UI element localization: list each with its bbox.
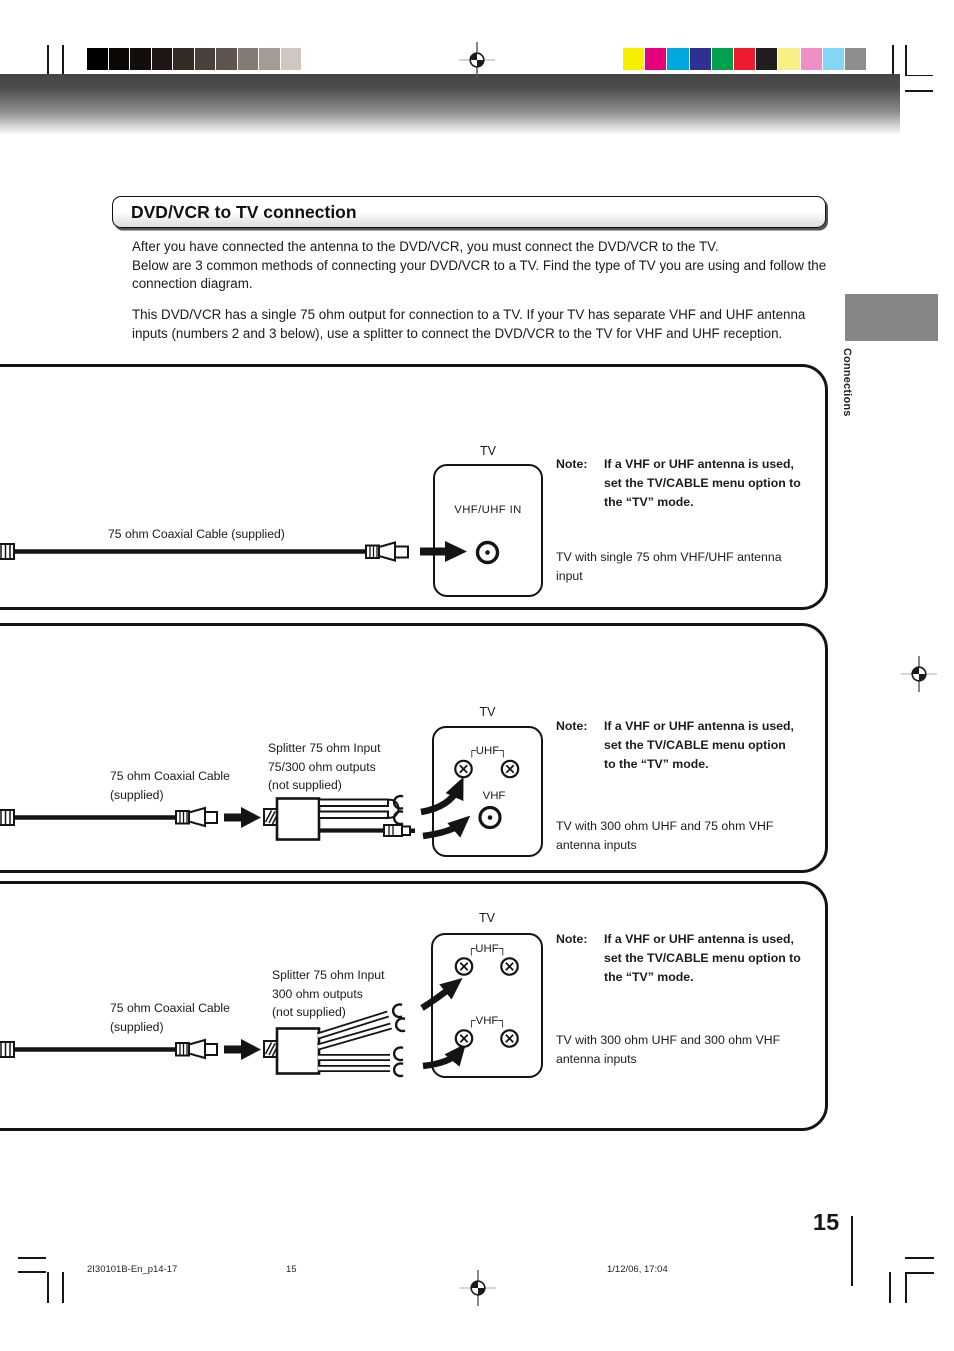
page-number-rule bbox=[851, 1216, 853, 1286]
caption-line: antenna inputs bbox=[556, 1052, 637, 1066]
footer-sheet-number: 15 bbox=[286, 1264, 297, 1275]
chapter-tab bbox=[845, 294, 938, 341]
uhf-terminal-label: ┌UHF┐ bbox=[467, 745, 508, 757]
splitter-label-line: (not supplied) bbox=[272, 1005, 346, 1019]
jack-label: VHF/UHF IN bbox=[454, 504, 522, 516]
note-line: the “TV” mode. bbox=[604, 495, 694, 509]
calibration-swatch bbox=[822, 48, 844, 70]
cable-label: 75 ohm Coaxial Cable (supplied) bbox=[108, 527, 285, 541]
crop-mark bbox=[47, 45, 49, 75]
section-title-box: DVD/VCR to TV connection bbox=[112, 196, 826, 228]
note-heading: Note: bbox=[556, 457, 588, 471]
intro-line: This DVD/VCR has a single 75 ohm output … bbox=[132, 307, 806, 322]
calibration-swatch bbox=[667, 48, 689, 70]
calibration-swatch bbox=[173, 48, 194, 70]
note-heading: Note: bbox=[556, 719, 588, 733]
vhf-terminal-label: ┌VHF┐ bbox=[467, 1015, 507, 1027]
tv-label: TV bbox=[479, 911, 495, 925]
vhf-terminal-label: VHF bbox=[482, 790, 506, 802]
splitter-label-line: Splitter 75 ohm Input bbox=[272, 968, 385, 982]
crop-mark bbox=[905, 1272, 907, 1303]
tv-label: TV bbox=[479, 705, 496, 719]
crop-mark bbox=[892, 45, 894, 75]
crop-mark bbox=[47, 1272, 49, 1303]
chapter-tab-label: Connections bbox=[841, 348, 853, 417]
note-line: the “TV” mode. bbox=[604, 970, 694, 984]
cable-label-line: 75 ohm Coaxial Cable bbox=[110, 769, 230, 783]
crop-mark bbox=[18, 1271, 46, 1273]
page-title: DVD/VCR to TV connection bbox=[131, 201, 357, 222]
calibration-swatch bbox=[733, 48, 756, 70]
caption-line: TV with single 75 ohm VHF/UHF antenna bbox=[556, 550, 782, 564]
note-line: set the TV/CABLE menu option to bbox=[604, 951, 801, 965]
uhf-terminal-label: ┌UHF┐ bbox=[467, 943, 507, 955]
note-line: If a VHF or UHF antenna is used, bbox=[604, 457, 794, 471]
page-number: 15 bbox=[813, 1209, 840, 1235]
caption-line: TV with 300 ohm UHF and 75 ohm VHF bbox=[556, 819, 774, 833]
registration-mark-icon bbox=[460, 1270, 496, 1306]
splitter-label-line: (not supplied) bbox=[268, 778, 342, 792]
note-line: If a VHF or UHF antenna is used, bbox=[604, 932, 794, 946]
calibration-swatch bbox=[778, 48, 800, 70]
crop-mark bbox=[905, 90, 933, 92]
calibration-swatch bbox=[259, 48, 280, 70]
note-line: If a VHF or UHF antenna is used, bbox=[604, 719, 794, 733]
calibration-swatch bbox=[711, 48, 733, 70]
calibration-swatch bbox=[151, 48, 173, 70]
tv-label: TV bbox=[480, 444, 496, 458]
cable-label-line: (supplied) bbox=[110, 1019, 164, 1034]
calibration-swatch bbox=[623, 48, 645, 70]
registration-mark-icon bbox=[901, 656, 937, 692]
calibration-swatch bbox=[280, 48, 302, 70]
calibration-swatch bbox=[108, 48, 130, 70]
diagram1-box bbox=[0, 364, 828, 610]
crop-mark bbox=[889, 1272, 891, 1303]
cable-label-line: (supplied) bbox=[110, 787, 164, 802]
splitter-label-line: Splitter 75 ohm Input bbox=[268, 741, 381, 755]
caption-line: input bbox=[556, 569, 583, 583]
header-gradient-band bbox=[0, 74, 900, 135]
calibration-swatch bbox=[194, 48, 216, 70]
cable-label-line: 75 ohm Coaxial Cable bbox=[110, 1001, 230, 1015]
color-calibration-bar bbox=[623, 48, 867, 70]
splitter-label-line: 75/300 ohm outputs bbox=[268, 759, 376, 774]
crop-mark bbox=[905, 45, 907, 76]
grayscale-calibration-bar bbox=[87, 48, 324, 70]
calibration-swatch bbox=[237, 48, 259, 70]
caption-line: antenna inputs bbox=[556, 838, 637, 852]
intro-line: inputs (numbers 2 and 3 below), use a sp… bbox=[132, 325, 783, 341]
splitter-label-line: 300 ohm outputs bbox=[272, 986, 363, 1001]
note-line: to the “TV” mode. bbox=[604, 757, 709, 771]
footer-timestamp: 1/12/06, 17:04 bbox=[607, 1264, 668, 1275]
registration-mark-icon bbox=[459, 42, 495, 78]
note-line: set the TV/CABLE menu option bbox=[604, 738, 786, 752]
calibration-swatch bbox=[302, 48, 324, 70]
intro-line: Below are 3 common methods of connecting… bbox=[132, 257, 827, 273]
crop-mark bbox=[62, 45, 64, 75]
calibration-swatch bbox=[756, 48, 778, 70]
crop-mark bbox=[18, 1257, 46, 1259]
caption-line: TV with 300 ohm UHF and 300 ohm VHF bbox=[556, 1033, 781, 1047]
note-heading: Note: bbox=[556, 932, 588, 946]
calibration-swatch bbox=[216, 48, 237, 70]
calibration-swatch bbox=[87, 48, 108, 70]
intro-line: After you have connected the antenna to … bbox=[132, 239, 719, 254]
crop-mark bbox=[905, 1257, 934, 1259]
note-line: set the TV/CABLE menu option to bbox=[604, 476, 801, 490]
calibration-swatch bbox=[645, 48, 667, 70]
diagram1-tv-outline bbox=[433, 464, 543, 597]
calibration-swatch bbox=[689, 48, 711, 70]
crop-mark bbox=[62, 1272, 64, 1303]
crop-mark bbox=[905, 74, 933, 77]
calibration-swatch bbox=[130, 48, 151, 70]
diagram3-box bbox=[0, 881, 828, 1131]
calibration-swatch bbox=[844, 48, 867, 70]
crop-mark bbox=[905, 1272, 934, 1274]
intro-line: connection diagram. bbox=[132, 276, 253, 291]
footer-file-name: 2I30101B-En_p14-17 bbox=[87, 1264, 178, 1275]
calibration-swatch bbox=[800, 48, 822, 70]
